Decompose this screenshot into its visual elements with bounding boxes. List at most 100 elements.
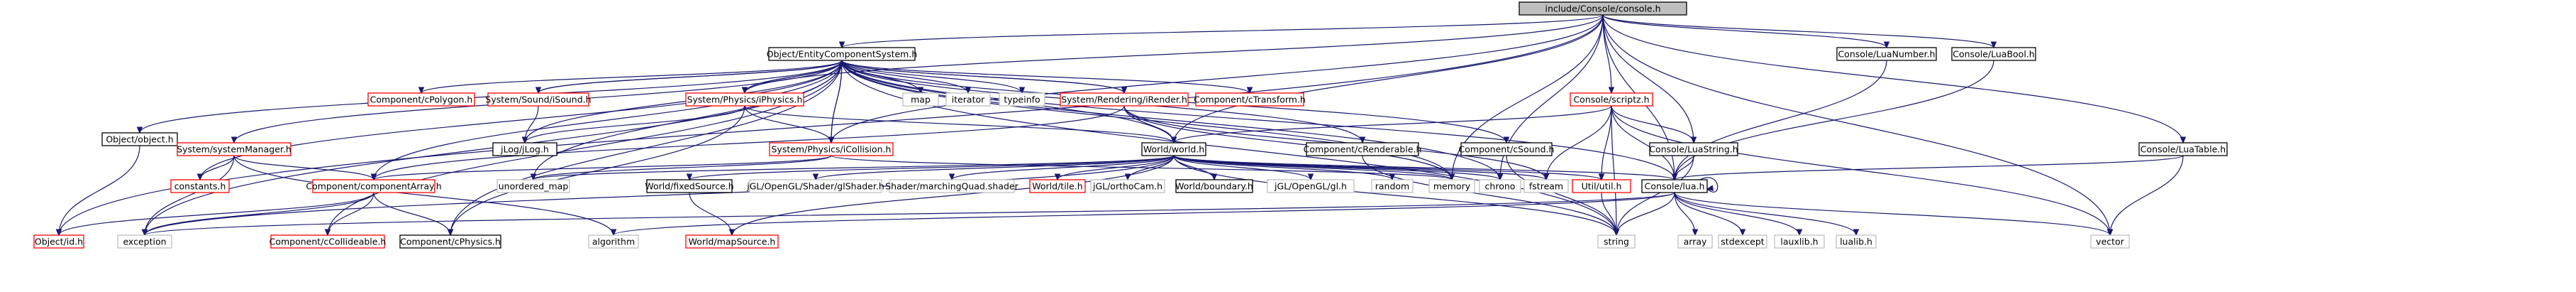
node-glshader: jGL/OpenGL/Shader/glShader.h (746, 179, 884, 193)
node-lualib: lualib.h (1836, 234, 1877, 249)
node-cpolygon[interactable]: Component/cPolygon.h (367, 92, 475, 107)
node-luanumber[interactable]: Console/LuaNumber.h (1836, 47, 1937, 61)
node-map: map (902, 92, 939, 107)
node-label: Shader/marchingQuad.shader (885, 181, 1018, 192)
edge-lua-to-algorithm (610, 192, 1675, 237)
edge-root-to-world (1170, 14, 1604, 144)
node-vector: vector (2090, 234, 2130, 249)
node-jlog[interactable]: jLog/jLog.h (492, 142, 557, 156)
node-label: stdexcept (1721, 237, 1764, 247)
node-luabool[interactable]: Console/LuaBool.h (1951, 47, 2036, 61)
node-tile[interactable]: World/tile.h (1029, 179, 1086, 193)
node-label: algorithm (592, 237, 635, 247)
node-label: World/world.h (1143, 144, 1204, 155)
node-label: World/fixedSource.h (645, 181, 733, 192)
node-label: exception (123, 237, 166, 247)
node-ctransform[interactable]: Component/cTransform.h (1194, 92, 1306, 107)
node-luastring[interactable]: Console/LuaString.h (1649, 142, 1738, 156)
edge-luanumber-to-lua (1671, 60, 1887, 181)
edge-world-to-fstream (1173, 155, 1550, 181)
edge-ecs-to-cpolygon (418, 60, 843, 94)
node-label: Console/LuaString.h (1649, 144, 1738, 155)
node-comparray[interactable]: Component/componentArray.h (306, 179, 442, 193)
edge-scriptz-to-luastring (1611, 105, 1697, 144)
edge-luatable-to-vector (2106, 155, 2184, 237)
edge-ecs-to-lua (841, 60, 1678, 181)
node-fstream: fstream (1523, 179, 1569, 193)
node-label: fstream (1529, 181, 1563, 192)
node-object[interactable]: Object/object.h (101, 132, 178, 146)
node-fixedsource[interactable]: World/fixedSource.h (645, 179, 734, 193)
node-exception: exception (117, 234, 172, 249)
edge-icollision-to-memory (831, 155, 1455, 181)
edge-fixedsource-to-mapsource (689, 192, 735, 237)
node-world[interactable]: World/world.h (1141, 142, 1206, 156)
node-label: jGL/orthoCam.h (1092, 181, 1162, 192)
node-id[interactable]: Object/id.h (33, 234, 84, 249)
node-label: Component/cTransform.h (1194, 94, 1306, 105)
node-orthocam: jGL/orthoCam.h (1090, 179, 1165, 193)
edge-ecs-to-constants (196, 60, 843, 181)
node-label: Object/id.h (35, 237, 83, 247)
edge-lua-to-lauxlib (1674, 192, 1803, 237)
node-label: map (911, 94, 931, 105)
node-ccollideable[interactable]: Component/cCollideable.h (270, 234, 387, 249)
node-scriptz[interactable]: Console/scriptz.h (1570, 92, 1653, 107)
node-root[interactable]: include/Console/console.h (1519, 1, 1687, 16)
node-random: random (1371, 179, 1414, 193)
edge-world-to-jglgl (1173, 155, 1314, 181)
edge-scriptz-to-string (1611, 105, 1620, 237)
node-constants[interactable]: constants.h (170, 179, 230, 193)
node-unordered-map: unordered_map (496, 179, 570, 193)
node-label: array (1684, 237, 1707, 247)
node-ecs[interactable]: Object/EntityComponentSystem.h (767, 47, 918, 61)
edge-icollision-to-unordered_map (530, 155, 832, 181)
node-crenderable[interactable]: Component/cRenderable.h (1304, 142, 1422, 156)
node-label: include/Console/console.h (1545, 4, 1661, 14)
node-lua[interactable]: Console/lua.h (1641, 179, 1708, 193)
node-isound[interactable]: System/Sound/iSound.h (485, 92, 592, 107)
node-label: jGL/OpenGL/Shader/glShader.h (746, 181, 884, 192)
edge-root-to-luatable (1602, 14, 2187, 144)
node-label: Component/cCollideable.h (270, 237, 387, 247)
node-sysmanager[interactable]: System/systemManager.h (177, 142, 292, 156)
node-label: World/boundary.h (1175, 181, 1253, 192)
edge-ecs-to-chrono (841, 60, 1504, 181)
node-typeinfo: typeinfo (999, 92, 1045, 107)
node-label: World/mapSource.h (689, 237, 776, 247)
edge-luabool-to-lua (1671, 60, 1994, 181)
node-label: Component/cPolygon.h (370, 94, 473, 105)
node-label: constants.h (174, 181, 226, 192)
node-label: jGL/OpenGL/gl.h (1274, 181, 1347, 192)
edge-root-to-luabool (1602, 14, 1997, 49)
node-irender[interactable]: System/Rendering/iRender.h (1060, 92, 1189, 107)
edge-luatable-to-lua (1671, 155, 2184, 181)
node-label: lauxlib.h (1780, 237, 1818, 247)
node-mapsource[interactable]: World/mapSource.h (685, 234, 779, 249)
node-icollision[interactable]: System/Physics/iCollision.h (769, 142, 894, 156)
node-label: Component/cPhysics.h (400, 237, 501, 247)
edge-root-to-ecs (838, 14, 1604, 49)
node-iphysics[interactable]: System/Physics/iPhysics.h (685, 92, 804, 107)
edge-sysmanager-to-comparray (233, 155, 377, 181)
node-util[interactable]: Util/util.h (1572, 179, 1631, 193)
node-marchingquad: Shader/marchingQuad.shader (885, 179, 1019, 193)
node-stdexcept: stdexcept (1718, 234, 1767, 249)
edge-sysmanager-to-algorithm (233, 155, 617, 237)
edge-ecs-to-ccollideable (324, 60, 843, 237)
node-label: string (1604, 237, 1629, 247)
node-label: Console/LuaTable.h (2141, 144, 2226, 155)
node-label: typeinfo (1004, 94, 1040, 105)
node-luatable[interactable]: Console/LuaTable.h (2138, 142, 2228, 156)
edge-world-to-fixedsource (686, 155, 1175, 181)
edge-sysmanager-to-exception (141, 155, 235, 237)
node-cphysics[interactable]: Component/cPhysics.h (399, 234, 501, 249)
node-boundary[interactable]: World/boundary.h (1175, 179, 1253, 193)
node-label: Component/cSound.h (1459, 144, 1555, 155)
node-csound[interactable]: Component/cSound.h (1459, 142, 1555, 156)
edge-root-to-luanumber (1602, 14, 1890, 49)
node-string: string (1597, 234, 1636, 249)
edge-lua-to-lua (1699, 177, 1719, 193)
node-label: System/Sound/iSound.h (485, 94, 591, 105)
